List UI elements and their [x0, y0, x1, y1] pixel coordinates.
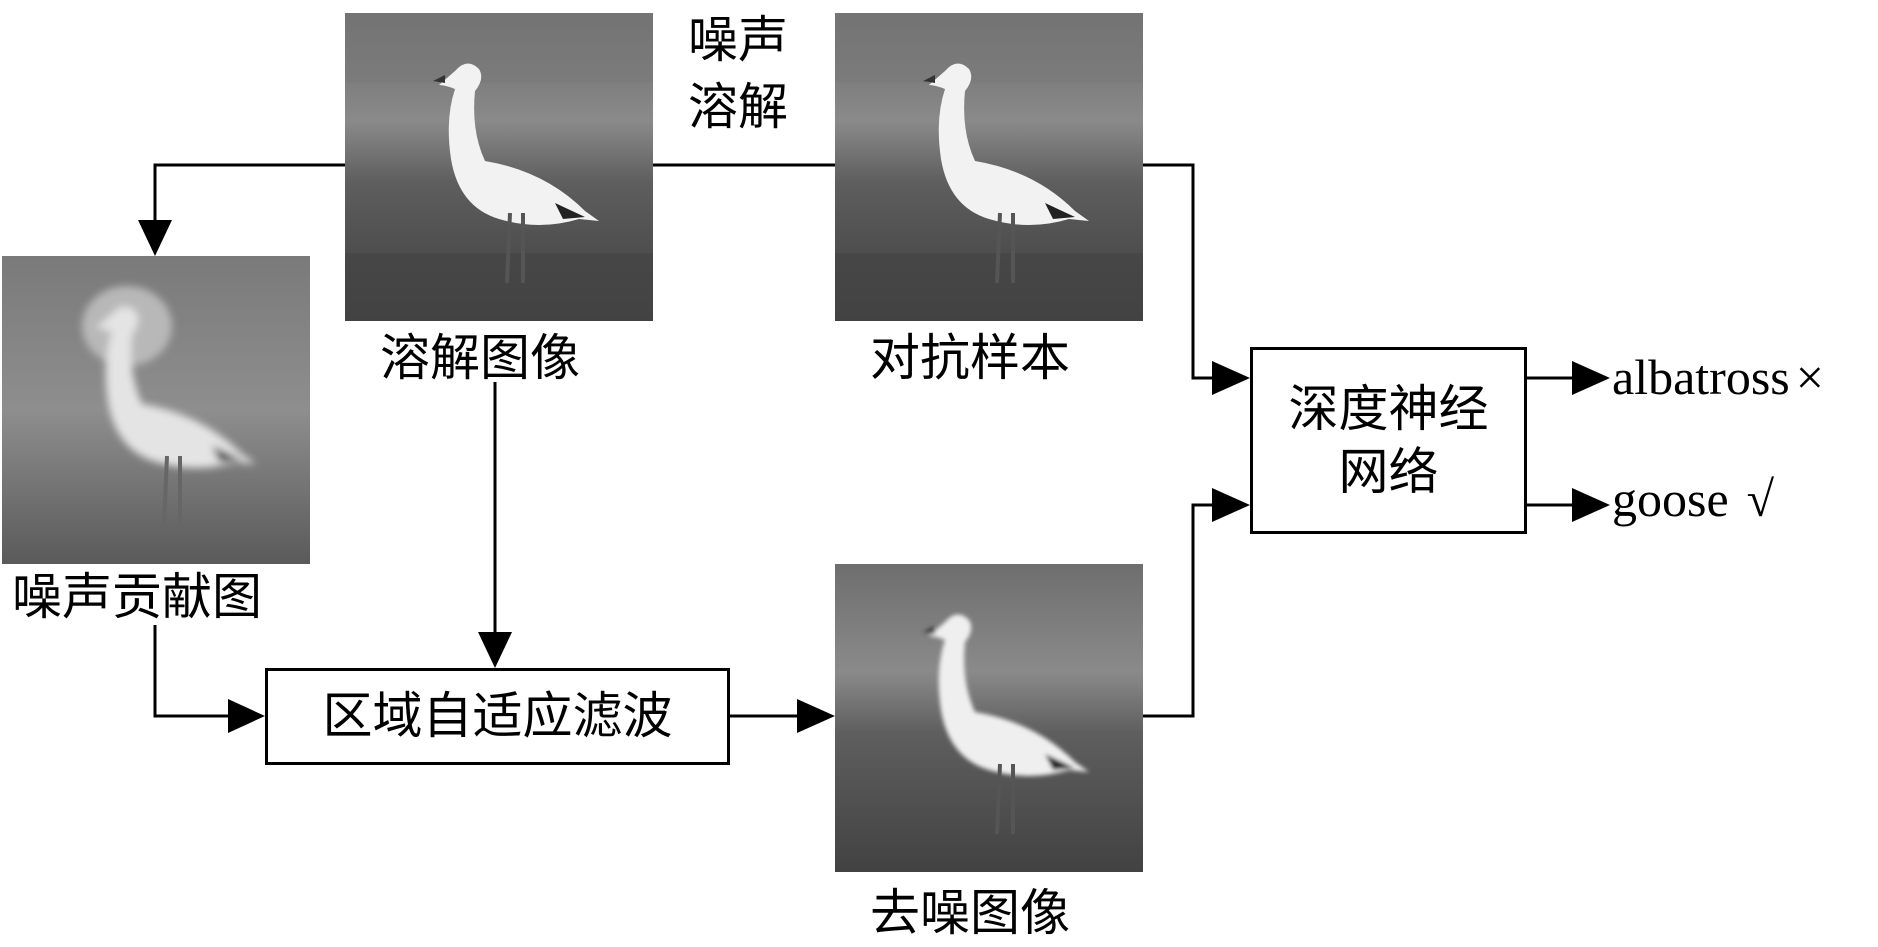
adaptive-filter-label: 区域自适应滤波: [322, 687, 673, 746]
arrowhead: [138, 220, 172, 256]
dissolved-image-label: 溶解图像: [380, 329, 580, 387]
output-goose-label: goose: [1612, 471, 1729, 527]
dissolved-image: [345, 13, 653, 321]
noise-dissolve-label-line2: 溶解: [688, 78, 788, 136]
output-albatross-label: albatross: [1612, 349, 1790, 405]
arrowhead: [1572, 488, 1610, 522]
noise-contribution-map-label: 噪声贡献图: [12, 568, 262, 626]
arrowhead: [1212, 361, 1250, 395]
arrowhead: [1572, 361, 1610, 395]
arrow-denoised-to-dnn: [1143, 503, 1212, 718]
arrowhead: [228, 699, 265, 733]
dnn-box: 深度神经 网络: [1250, 347, 1527, 534]
arrowhead: [1212, 488, 1250, 522]
arrow-noisemap-to-filter: [153, 625, 228, 718]
adversarial-sample-label: 对抗样本: [870, 329, 1070, 387]
cross-icon: ×: [1795, 349, 1824, 405]
arrow-adversarial-to-dnn: [1143, 163, 1212, 380]
noise-dissolve-label-line1: 噪声: [688, 11, 788, 69]
check-icon: √: [1746, 471, 1775, 527]
arrowhead: [797, 699, 835, 733]
adaptive-filter-box: 区域自适应滤波: [265, 668, 730, 765]
dnn-label-line2: 网络: [1338, 442, 1439, 501]
output-goose: goose √: [1612, 474, 1774, 524]
denoised-image-label: 去噪图像: [870, 884, 1070, 942]
arrow-dissolved-to-noisemap: [153, 163, 345, 220]
dnn-label-line1: 深度神经: [1288, 380, 1489, 438]
denoised-image: [835, 564, 1143, 872]
noise-contribution-map-image: [2, 256, 310, 564]
adversarial-sample-image: [835, 13, 1143, 321]
output-albatross: albatross×: [1612, 352, 1824, 402]
arrowhead: [478, 632, 512, 668]
